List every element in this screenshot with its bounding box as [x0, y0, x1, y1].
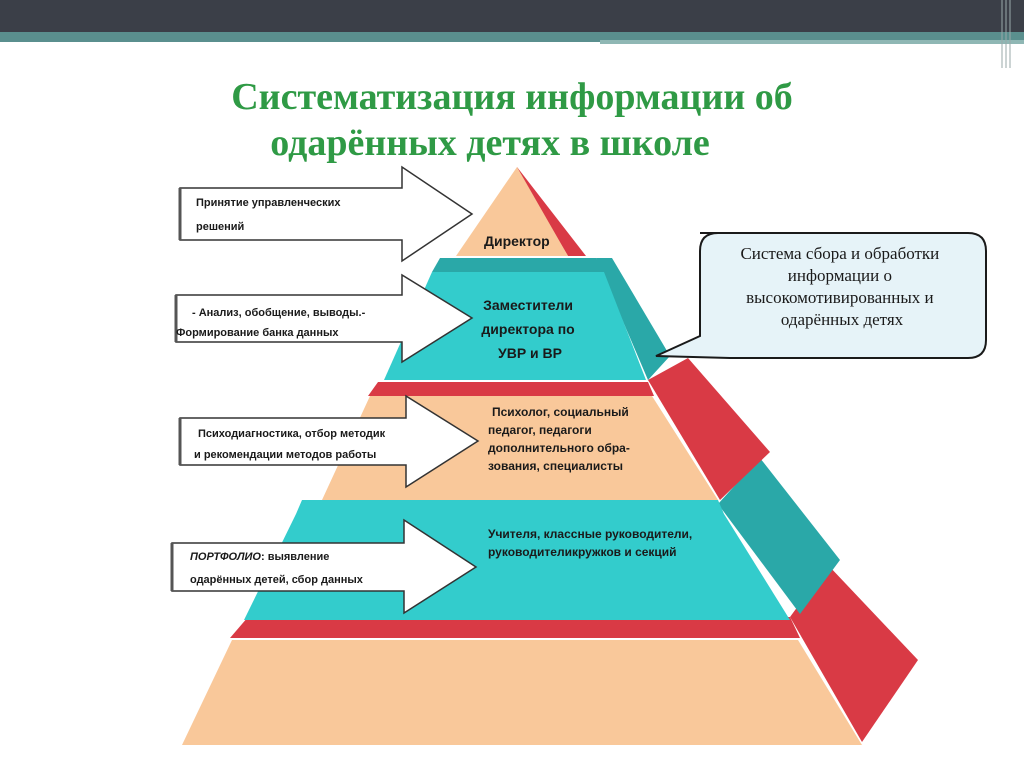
pyramid-level-1-side [517, 167, 586, 256]
pyramid-level-2-stripe [432, 258, 604, 272]
callout-text: Система сбора и обработки информации о в… [740, 244, 943, 329]
title-line-1: Систематизация информации об [231, 76, 793, 118]
arrow-3-label: Психодиагностика, отбор методик и рекоме… [194, 428, 388, 461]
arrow-1-shape [179, 165, 474, 263]
level-4-line-1: Учителя, классные руководители, [488, 527, 692, 541]
arrow-2-shape [175, 273, 474, 364]
arrow-4-line-2: одарённых детей, сбор данных [190, 574, 364, 586]
arrow-3-line-1: Психодиагностика, отбор методик [198, 428, 386, 440]
pyramid-level-4-stripe [296, 500, 724, 514]
level-1-line-1: Директор [484, 233, 550, 249]
pyramid-level-2-face [384, 272, 646, 380]
callout-line-3: высокомотивированных и [746, 288, 934, 307]
pyramid-level-3-side [648, 358, 770, 500]
pyramid-level-4-face [244, 514, 790, 620]
pyramid-level-1-face [456, 167, 568, 256]
callout-bubble [655, 232, 987, 359]
top-stripe-accent [600, 40, 1024, 44]
level-1-label: Директор [484, 233, 550, 249]
arrow-4-shape [171, 518, 478, 615]
arrow-4-emphasis: ПОРТФОЛИО [190, 551, 261, 563]
pyramid-level-5-side [790, 565, 918, 742]
top-bar [0, 0, 1024, 32]
level-3-label: Психолог, социальный педагог, педагоги д… [488, 405, 633, 473]
callout-line-1: Система сбора и обработки [740, 244, 939, 263]
arrow-1-line-2: решений [196, 221, 244, 233]
arrow-4-label: ПОРТФОЛИО: выявление одарённых детей, сб… [190, 551, 364, 586]
callout-line-4: одарённых детях [781, 310, 904, 329]
level-2-label: Заместители директора по УВР и ВР [481, 297, 578, 361]
title-line-2: одарённых детях в школе [270, 122, 710, 164]
top-stripe [0, 32, 1024, 42]
arrow-4-line-1: ПОРТФОЛИО: выявление [190, 551, 329, 563]
pyramid-level-5-face [182, 640, 862, 745]
level-4-label: Учителя, классные руководители, руководи… [488, 527, 696, 559]
level-2-line-2: директора по [481, 321, 574, 337]
pyramid-level-3-stripe [368, 382, 654, 396]
page-title: Систематизация информации об одарённых д… [0, 74, 1024, 166]
arrow-2-label: - Анализ, обобщение, выводы.- Формирован… [176, 307, 368, 339]
callout-line-2: информации о [788, 266, 892, 285]
arrow-3-line-2: и рекомендации методов работы [194, 449, 376, 461]
arrow-4-rest: : выявление [261, 551, 329, 563]
corner-decoration [1001, 0, 1011, 68]
level-2-line-1: Заместители [483, 297, 573, 313]
level-4-line-2: руководителикружков и секций [488, 545, 677, 559]
level-3-line-2: педагог, педагоги [488, 423, 592, 437]
pyramid-level-2-side [596, 258, 670, 380]
arrow-1-label: Принятие управленческих решений [196, 197, 344, 233]
level-3-line-3: дополнительного обра- [488, 441, 630, 455]
level-2-line-3: УВР и ВР [498, 345, 562, 361]
arrow-3-shape [179, 394, 480, 489]
pyramid-level-4-side [718, 458, 840, 614]
level-3-line-4: зования, специалисты [488, 459, 623, 473]
arrow-1-line-1: Принятие управленческих [196, 197, 341, 209]
arrow-2-line-2: Формирование банка данных [176, 327, 339, 339]
arrow-2-line-1: - Анализ, обобщение, выводы.- [192, 307, 366, 319]
pyramid-level-5-stripe [230, 617, 800, 638]
level-3-line-1: Психолог, социальный [492, 405, 629, 419]
